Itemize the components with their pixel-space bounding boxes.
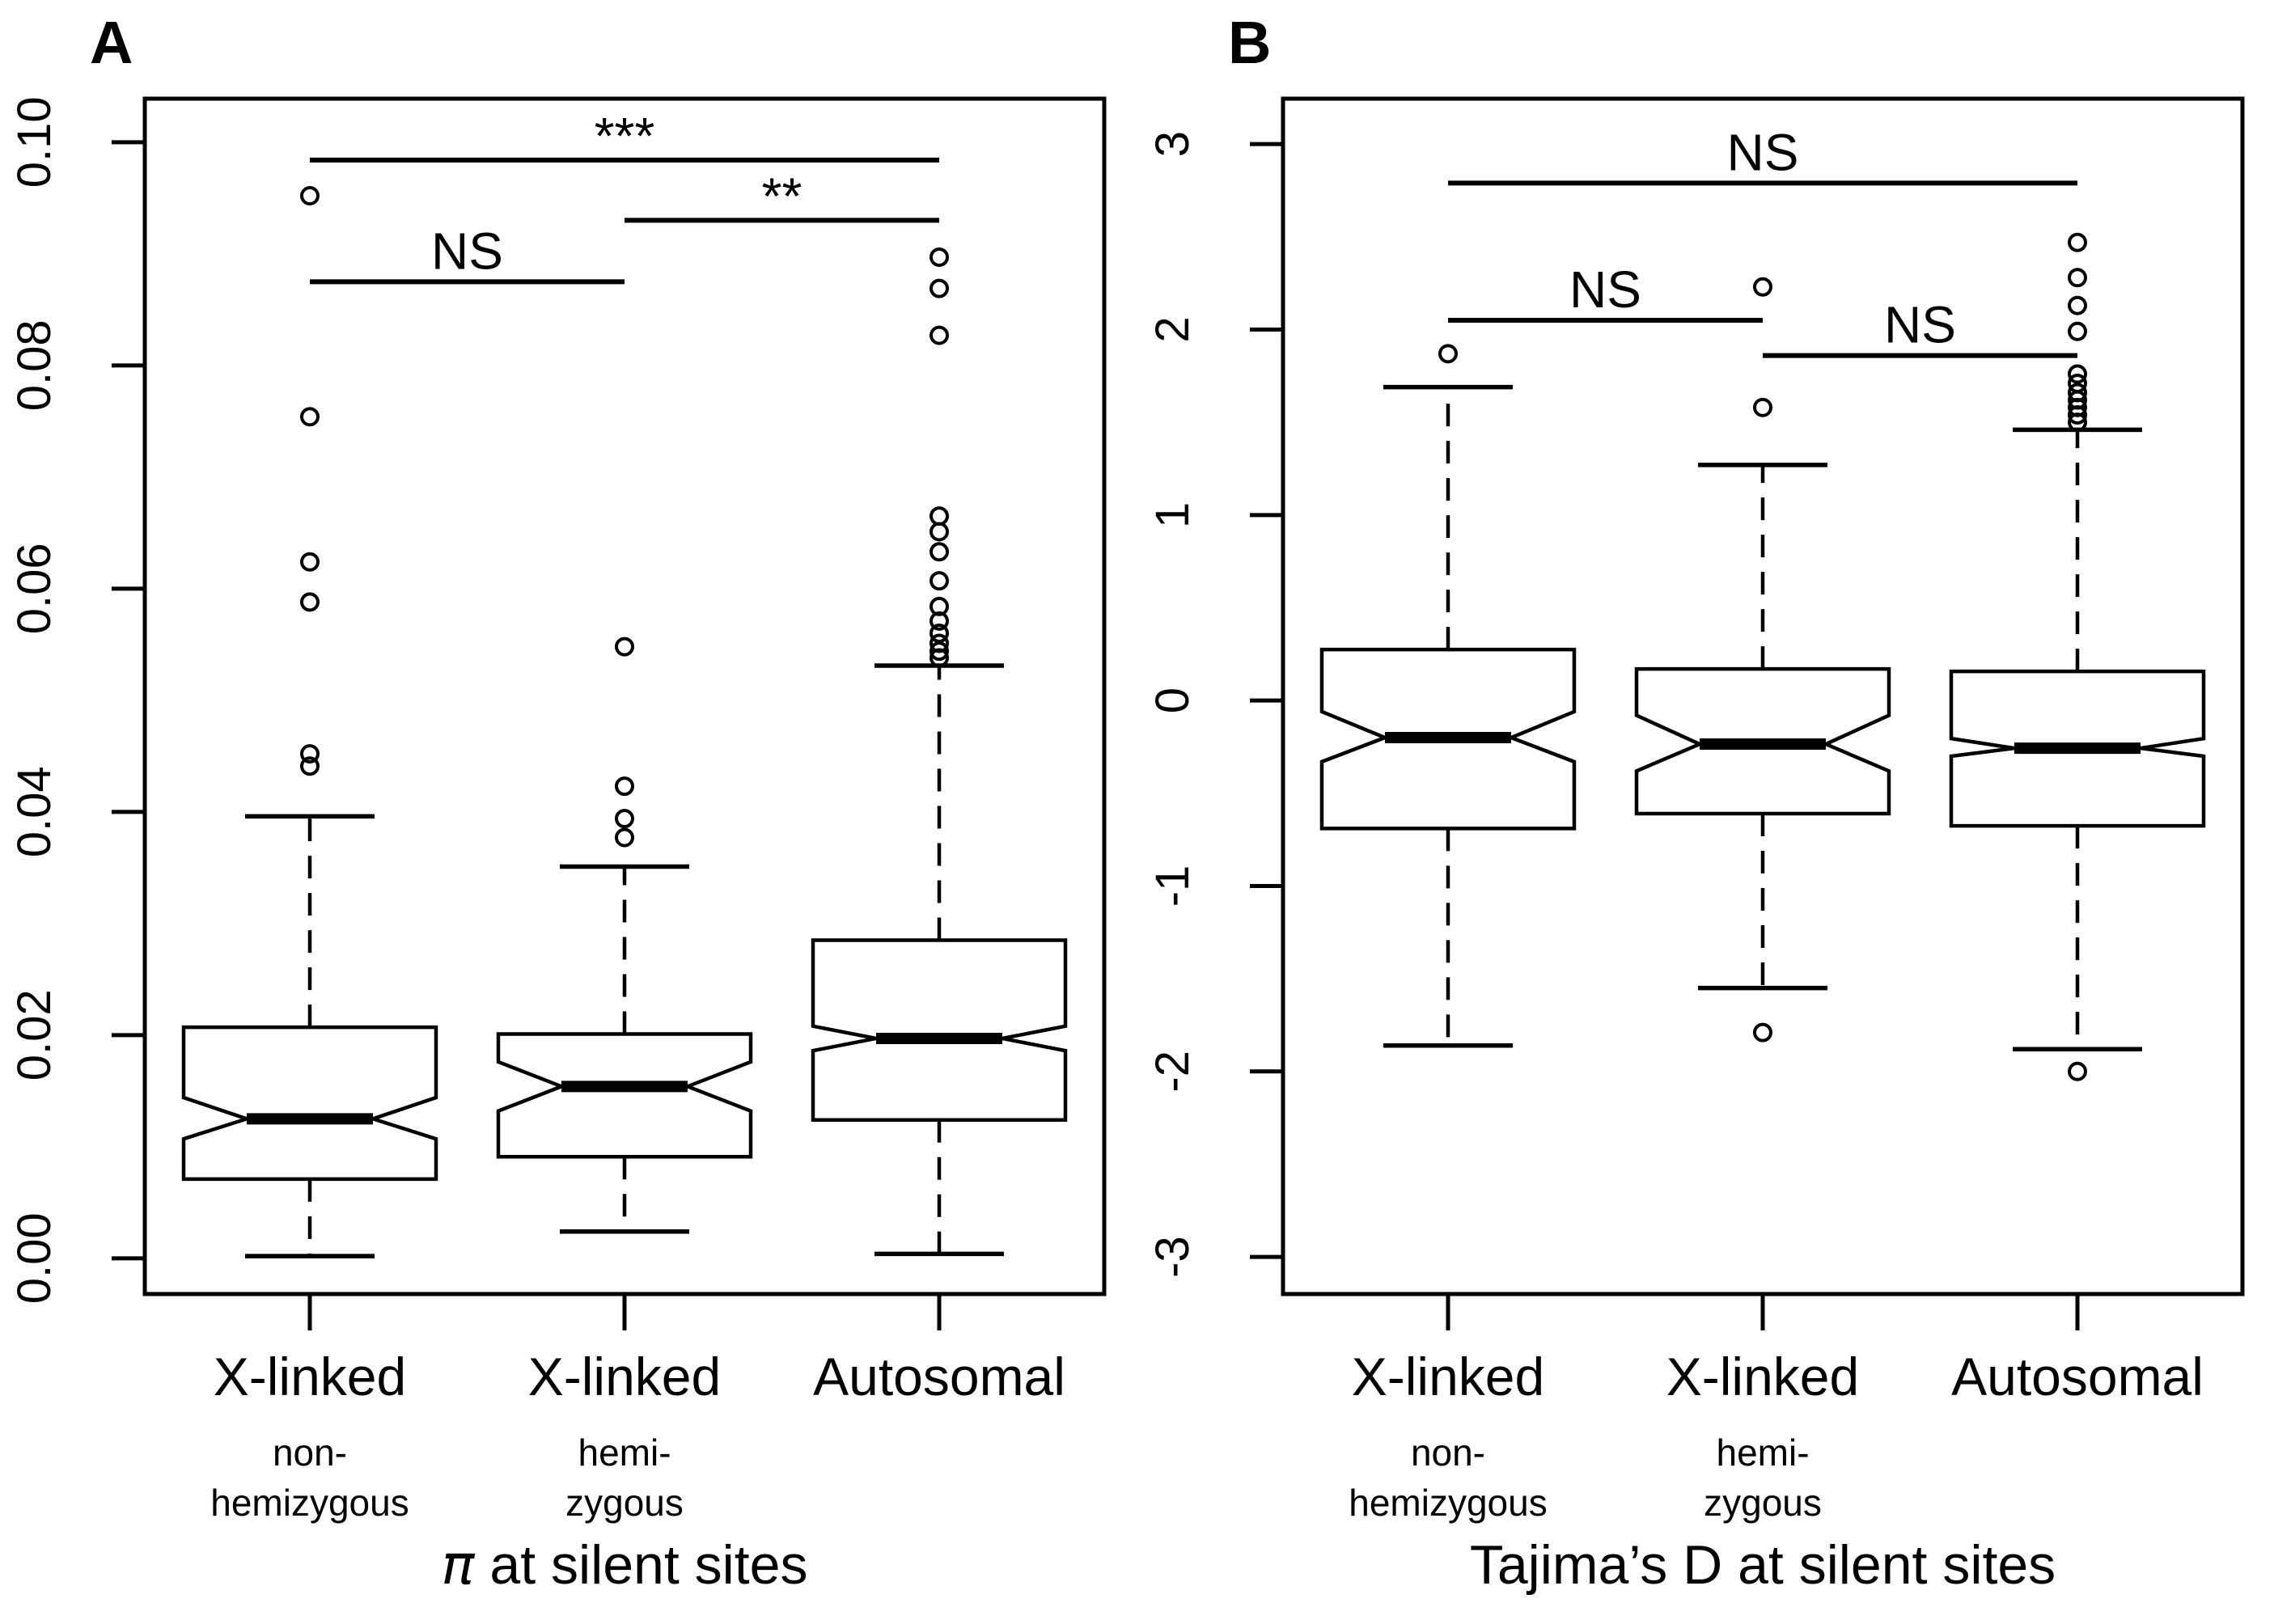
group-label: X-linked <box>1352 1347 1544 1406</box>
outlier-point <box>299 186 320 206</box>
box-body <box>496 1032 753 1159</box>
outlier-point <box>299 407 320 427</box>
outlier-point <box>299 756 320 776</box>
significance-label: NS <box>431 222 503 280</box>
y-axis-tick-label: 0.02 <box>8 989 61 1081</box>
y-axis-tick-label: 0.06 <box>8 543 61 634</box>
outlier-point <box>299 744 320 764</box>
outlier-point <box>930 247 950 267</box>
y-axis-tick-label: -2 <box>1146 1051 1199 1093</box>
outlier-point <box>2068 404 2088 425</box>
box-body <box>181 1025 438 1182</box>
outlier-point <box>930 611 950 631</box>
group-sublabel: non- <box>1411 1432 1485 1474</box>
outlier-point <box>2068 232 2088 252</box>
outlier-point <box>2068 295 2088 315</box>
panel-letter: B <box>1228 9 1271 76</box>
y-axis-tick-label: -1 <box>1146 865 1199 907</box>
y-axis-tick-label: 3 <box>1146 131 1199 157</box>
group-sublabel: non- <box>273 1432 347 1474</box>
y-axis-tick-label: 0.04 <box>8 766 61 857</box>
outlier-point <box>615 827 634 848</box>
group-label: Autosomal <box>1951 1347 2204 1406</box>
y-axis-tick-label: -3 <box>1146 1236 1199 1278</box>
axis-title: Tajima’s D at silent sites <box>1470 1534 2056 1596</box>
outlier-point <box>930 571 950 591</box>
axis-title: π at silent sites <box>442 1533 808 1597</box>
significance-label: NS <box>1569 260 1641 319</box>
group-label: Autosomal <box>813 1347 1065 1406</box>
y-axis-tick-label: 0.10 <box>8 96 61 188</box>
outlier-point <box>1753 1022 1772 1042</box>
group-sublabel: hemi- <box>1716 1432 1809 1474</box>
group-sublabel: zygous <box>565 1482 684 1524</box>
y-axis-tick-label: 0.00 <box>8 1212 61 1304</box>
panel-b: B -3 -2 -1 0 1 2 3X-linked non-hemizygous X-linke… <box>1146 9 2245 1596</box>
group-label: X-linked <box>214 1347 406 1406</box>
outlier-point <box>1753 397 1772 417</box>
outlier-point <box>930 624 950 644</box>
y-axis-tick-label: 0.08 <box>8 319 61 411</box>
outlier-point <box>930 522 950 542</box>
group-sublabel: hemizygous <box>1349 1482 1547 1524</box>
outlier-point <box>930 325 950 345</box>
outlier-point <box>615 809 634 829</box>
boxplot-group-1 <box>1319 344 1577 1048</box>
outlier-point <box>2068 412 2088 433</box>
y-axis-tick-label: 2 <box>1146 316 1199 342</box>
panel-a: A 0.00 0.02 0.04 0.06 0.08 0.10X-linked non-hem… <box>8 9 1107 1597</box>
outlier-point <box>930 506 950 527</box>
outlier-point <box>930 648 950 668</box>
outlier-point <box>930 641 950 662</box>
significance-label: ** <box>762 167 802 225</box>
outlier-point <box>615 776 634 797</box>
significance-label: NS <box>1884 296 1956 354</box>
outlier-point <box>1438 344 1458 364</box>
box-body <box>811 938 1068 1122</box>
significance-label: NS <box>1727 123 1799 181</box>
outlier-point <box>2068 321 2088 341</box>
significance-label: *** <box>595 107 655 165</box>
outlier-point <box>299 592 320 612</box>
outlier-point <box>1753 277 1772 297</box>
boxplot-group-1 <box>181 186 438 1258</box>
boxplot-group-3 <box>811 247 1068 1257</box>
group-sublabel: zygous <box>1704 1482 1822 1524</box>
group-label: X-linked <box>1666 1347 1859 1406</box>
group-label: X-linked <box>528 1347 721 1406</box>
outlier-point <box>930 633 950 653</box>
group-sublabel: hemizygous <box>210 1482 409 1524</box>
outlier-point <box>615 636 634 657</box>
y-axis-tick-label: 1 <box>1146 502 1199 528</box>
outlier-point <box>930 278 950 298</box>
outlier-point <box>2068 364 2088 384</box>
outlier-point <box>930 596 950 616</box>
boxplot-group-3 <box>1949 232 2206 1081</box>
panel-letter: A <box>90 9 133 76</box>
outlier-point <box>930 542 950 562</box>
outlier-point <box>2068 268 2088 288</box>
group-sublabel: hemi- <box>578 1432 671 1474</box>
y-axis-tick-label: 0 <box>1146 687 1199 713</box>
boxplot-group-2 <box>1634 277 1891 1042</box>
outlier-point <box>299 552 320 572</box>
outlier-point <box>2068 1061 2088 1081</box>
boxplot-group-2 <box>496 636 753 1234</box>
